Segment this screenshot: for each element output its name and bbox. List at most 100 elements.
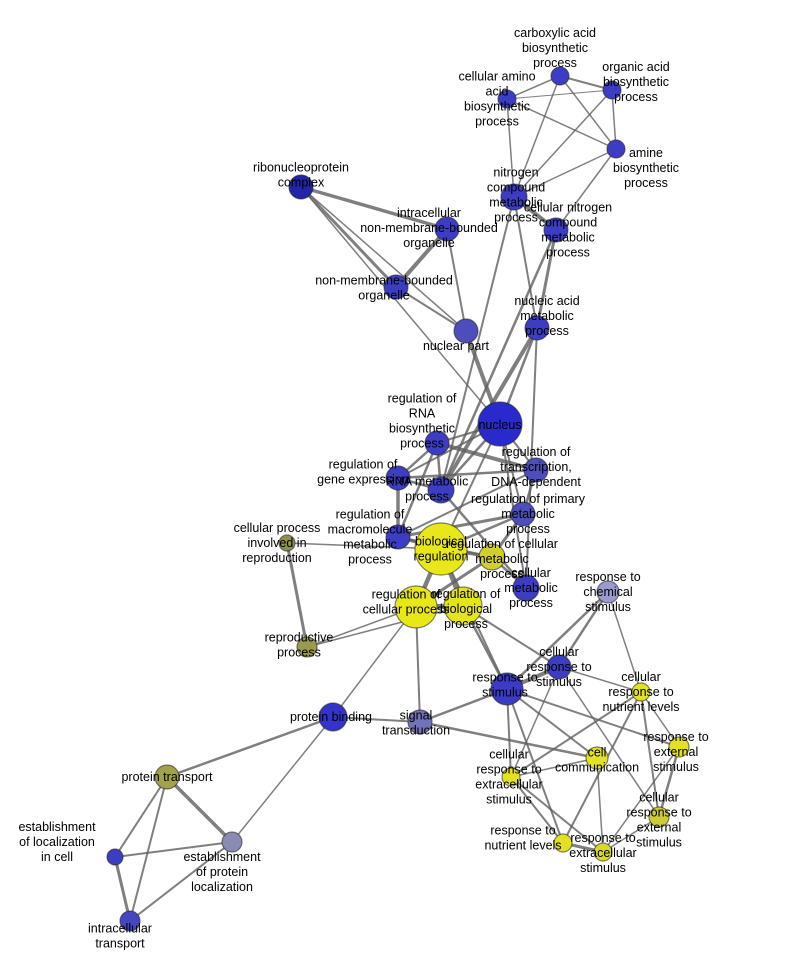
- node-nmb_organelle[interactable]: [383, 274, 409, 300]
- node-label-reg_macromol-line3: process: [348, 553, 392, 567]
- edge-cell_resp_extracell--resp_extracell_stim: [510, 776, 604, 853]
- edge-cell_resp_extracell--resp_nutrient: [510, 776, 564, 844]
- edge-repro_cellular--reproductive: [285, 541, 309, 649]
- edge-layer: [113, 75, 681, 923]
- node-carboxylic[interactable]: [550, 66, 570, 86]
- edge-cell_comm--resp_extracell_stim: [596, 757, 604, 853]
- edge-ribonucleoprotein--nucleus: [300, 186, 501, 425]
- edge-nucleic_acid--cellular_metabolic: [525, 327, 538, 589]
- edge-ribonucleoprotein--nmb_organelle: [299, 185, 398, 289]
- node-label-cell_resp_nutrient-line2: nutrient levels: [602, 700, 679, 714]
- node-intracellular_nmb[interactable]: [434, 216, 460, 242]
- node-label-nuclear_part-line0: nuclear part: [423, 339, 490, 353]
- edge-resp_chemical--cell_resp_nutrient: [607, 591, 642, 693]
- edge-protein_transport--intracellular_transport: [129, 776, 168, 922]
- node-cell_comm[interactable]: [585, 746, 609, 770]
- node-cellular_amino[interactable]: [497, 89, 517, 109]
- node-biological_regulation[interactable]: [414, 522, 468, 576]
- edge-est_localization--intracellular_transport: [113, 855, 132, 923]
- node-organic[interactable]: [602, 80, 622, 100]
- edge-nucleus--cellular_metabolic: [499, 423, 527, 589]
- node-resp_chemical[interactable]: [596, 580, 620, 604]
- edge-resp_external--cell_resp_external: [657, 745, 681, 819]
- node-label-est_protein_loc-line1: of protein: [196, 865, 248, 879]
- node-cell_resp_external[interactable]: [648, 806, 670, 828]
- node-reg_transcription[interactable]: [523, 457, 549, 483]
- edge-cell_resp_nutrient--cell_resp_external: [640, 691, 660, 818]
- edge-protein_binding--reg_cellular_process: [332, 606, 417, 718]
- node-rna_metabolic[interactable]: [427, 476, 455, 504]
- node-layer: [106, 66, 690, 932]
- node-cell_resp_stimulus[interactable]: [546, 654, 572, 680]
- node-label-cell_resp_external-line3: stimulus: [636, 836, 682, 850]
- edge-carboxylic--amine: [559, 75, 617, 150]
- edge-reg_rna_biosyn--reg_transcription: [435, 441, 538, 472]
- node-response_stimulus[interactable]: [490, 672, 524, 706]
- edge-est_localization--est_protein_loc: [114, 841, 233, 858]
- node-label-cellular_nitrogen-line0: cellular nitrogen: [524, 201, 612, 215]
- node-protein_binding[interactable]: [318, 702, 348, 732]
- edge-cellular_nitrogen--rna_metabolic: [439, 228, 558, 492]
- node-label-est_localization-line2: in cell: [41, 850, 73, 864]
- edge-protein_transport--est_localization: [114, 776, 168, 858]
- node-repro_cellular[interactable]: [278, 534, 296, 552]
- node-cellular_nitrogen[interactable]: [543, 217, 569, 243]
- node-reg_gene_expr[interactable]: [385, 465, 411, 491]
- node-reg_biological_process[interactable]: [443, 586, 483, 626]
- node-reg_cellular_process[interactable]: [394, 585, 438, 629]
- node-protein_transport[interactable]: [154, 764, 180, 790]
- edge-cell_resp_external--resp_extracell_stim: [602, 816, 660, 853]
- edge-organic--cellular_amino: [506, 89, 613, 100]
- edge-ribonucleoprotein--intracellular_nmb: [299, 185, 449, 231]
- edge-cell_resp_nutrient--cell_resp_extracell: [510, 691, 642, 778]
- node-nuclear_part[interactable]: [453, 318, 479, 344]
- edge-response_stimulus--resp_chemical: [505, 590, 610, 691]
- node-cellular_metabolic[interactable]: [512, 574, 540, 602]
- node-resp_external[interactable]: [668, 736, 690, 758]
- node-ribonucleoprotein[interactable]: [288, 174, 314, 200]
- node-label-cellular_amino-line0: cellular amino: [458, 70, 535, 84]
- node-reproductive[interactable]: [296, 636, 318, 658]
- node-nitrogen[interactable]: [500, 183, 528, 211]
- node-est_localization[interactable]: [106, 848, 124, 866]
- edge-intracellular_nmb--nuclear_part: [446, 228, 467, 332]
- edge-reg_transcription--reg_macromol: [397, 469, 537, 538]
- node-cell_resp_extracell[interactable]: [501, 767, 521, 787]
- node-reg_rna_biosyn[interactable]: [424, 430, 450, 456]
- node-label-est_localization-line0: establishment: [18, 820, 96, 834]
- node-reg_macromol[interactable]: [385, 524, 411, 550]
- node-cell_resp_nutrient[interactable]: [631, 682, 651, 702]
- edge-cell_resp_stimulus--resp_chemical: [557, 590, 610, 669]
- node-resp_nutrient[interactable]: [553, 833, 573, 853]
- node-reg_cell_metab[interactable]: [478, 543, 506, 571]
- node-est_protein_loc[interactable]: [221, 831, 243, 853]
- edge-carboxylic--nitrogen: [513, 75, 561, 198]
- node-label-reg_macromol-line0: regulation of: [336, 508, 405, 522]
- node-label-resp_nutrient-line0: response to: [490, 824, 555, 838]
- edge-cellular_amino--nitrogen: [506, 98, 515, 198]
- node-label-est_protein_loc-line0: establishment: [183, 850, 261, 864]
- node-label-resp_external-line2: stimulus: [653, 760, 699, 774]
- node-amine[interactable]: [606, 139, 626, 159]
- edge-rna_metabolic--cellular_metabolic: [439, 488, 528, 590]
- node-reg_primary[interactable]: [510, 501, 536, 527]
- node-nucleus[interactable]: [477, 401, 523, 447]
- node-resp_extracell_stim[interactable]: [593, 842, 613, 862]
- node-label-cellular_amino-line2: biosynthetic: [464, 100, 530, 114]
- edge-cell_resp_stimulus--cell_resp_external: [558, 666, 660, 818]
- edge-reg_primary--reg_macromol: [396, 512, 525, 539]
- node-signal_transduction[interactable]: [407, 709, 433, 735]
- node-intracellular_transport[interactable]: [119, 910, 141, 932]
- node-nucleic_acid[interactable]: [524, 315, 550, 341]
- node-label-cellular_amino-line3: process: [475, 115, 519, 129]
- edge-response_stimulus--resp_nutrient: [506, 688, 564, 844]
- node-label-reg_gene_expr-line0: regulation of: [329, 458, 398, 472]
- node-label-repro_cellular-line2: reproduction: [242, 551, 312, 565]
- node-label-amine-line2: process: [624, 176, 668, 190]
- node-label-resp_nutrient-line1: nutrient levels: [484, 839, 561, 853]
- node-label-reg_rna_biosyn-line0: regulation of: [388, 392, 457, 406]
- edge-protein_binding--est_protein_loc: [231, 716, 334, 843]
- edge-cell_comm--cell_resp_extracell: [510, 757, 598, 778]
- node-label-reg_rna_biosyn-line1: RNA: [409, 407, 436, 421]
- node-label-amine-line1: biosynthetic: [613, 161, 679, 175]
